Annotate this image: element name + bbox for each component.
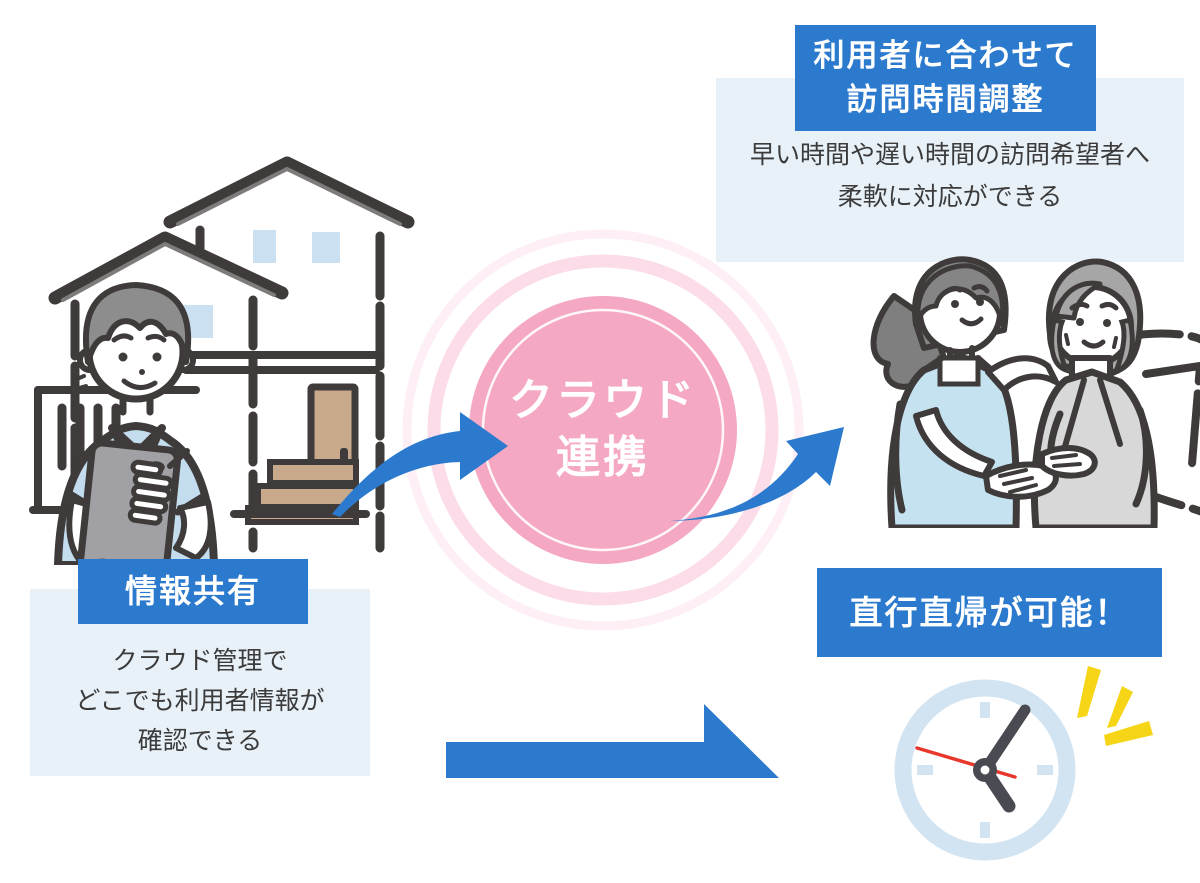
visit-adjust-badge: 利用者に合わせて 訪問時間調整 xyxy=(795,25,1096,131)
arrow-to-clock-icon xyxy=(446,704,779,778)
elderly-person-icon xyxy=(1030,258,1158,528)
info-share-desc-line3: 確認できる xyxy=(137,726,263,755)
clock-illustration xyxy=(894,666,1153,861)
clasped-hands-icon xyxy=(983,445,1098,500)
cloud-link-label-line1: クラウド xyxy=(509,375,697,426)
emphasis-sparks-icon xyxy=(1077,666,1153,746)
cloud-link-label: クラウド 連携 xyxy=(503,372,703,486)
visit-adjust-badge-line2: 訪問時間調整 xyxy=(846,82,1045,118)
info-share-badge: 情報共有 xyxy=(78,559,308,624)
visit-adjust-desc-line1: 早い時間や遅い時間の訪問希望者へ xyxy=(749,140,1150,169)
info-share-desc-line1: クラウド管理で xyxy=(112,646,288,675)
caregiver-and-elderly-illustration xyxy=(870,256,1200,528)
clock-icon xyxy=(894,679,1076,861)
minute-hand xyxy=(979,704,1031,776)
info-share-desc-line2: どこでも利用者情報が xyxy=(75,686,325,715)
care-worker-with-tablet-icon xyxy=(54,282,218,565)
second-hand xyxy=(915,746,1017,779)
visit-adjust-desc-line2: 柔軟に対応ができる xyxy=(837,182,1063,211)
direct-commute-badge: 直行直帰が可能！ xyxy=(817,568,1162,657)
visit-adjust-description: 早い時間や遅い時間の訪問希望者へ 柔軟に対応ができる xyxy=(716,134,1184,218)
visit-adjust-badge-line1: 利用者に合わせて xyxy=(813,38,1078,74)
house-and-care-worker-illustration xyxy=(29,156,415,565)
info-share-description: クラウド管理で どこでも利用者情報が 確認できる xyxy=(30,641,370,761)
cloud-link-label-line2: 連携 xyxy=(556,432,650,483)
